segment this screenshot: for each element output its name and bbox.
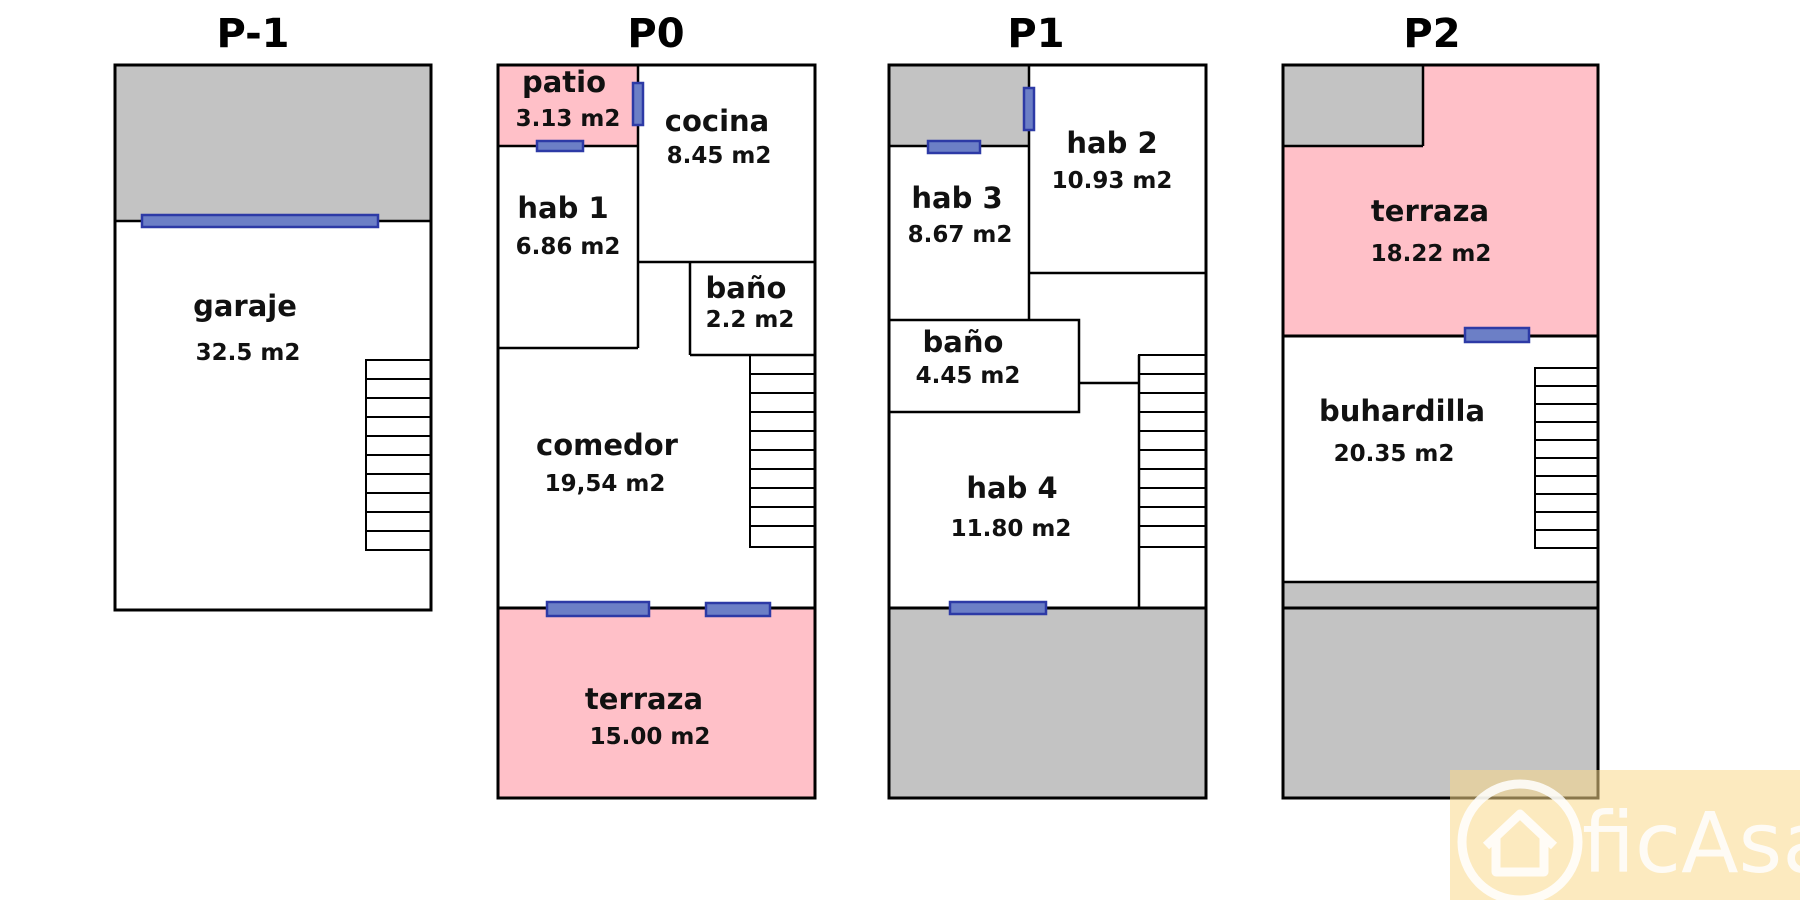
unbuilt-area-p1-bottom xyxy=(889,608,1206,798)
stairs-p-1 xyxy=(365,359,432,551)
room-area-buhardilla: 20.35 m2 xyxy=(1334,441,1455,467)
room-area-hab2: 10.93 m2 xyxy=(1052,168,1173,194)
unbuilt-area-p2-bottom xyxy=(1283,582,1598,798)
window-hab4 xyxy=(948,600,1048,616)
room-name-garaje: garaje xyxy=(193,289,297,323)
watermark-logo: ficAsa xyxy=(1450,770,1800,900)
room-area-terraza-p2: 18.22 m2 xyxy=(1371,241,1492,267)
room-area-garaje: 32.5 m2 xyxy=(196,340,301,366)
wall-bano-p1 xyxy=(887,318,1081,414)
room-name-terraza-p2: terraza xyxy=(1371,194,1489,228)
window-hab1 xyxy=(535,139,585,153)
house-icon xyxy=(1457,779,1583,900)
watermark-panel xyxy=(1450,770,1800,900)
window-comedor xyxy=(545,600,651,618)
room-name-bano-p1: baño xyxy=(923,325,1004,359)
room-area-patio: 3.13 m2 xyxy=(516,106,621,132)
room-name-patio: patio xyxy=(522,65,606,99)
window-hab2 xyxy=(1022,86,1036,132)
unbuilt-area-p2 xyxy=(1283,65,1423,146)
window-buhardilla xyxy=(1463,326,1531,344)
floor-p0: P0 patio 3.13 m2 cocina 8.45 m2 xyxy=(496,11,817,800)
room-name-terraza-p0: terraza xyxy=(585,682,703,716)
floor-p-1: P-1 garaje 32.5 m2 xyxy=(113,11,433,612)
floor-p1: P1 hab 2 10.93 m2 hab 3 8.67 m2 bañ xyxy=(887,11,1208,800)
window-hab3 xyxy=(926,139,982,155)
room-name-buhardilla: buhardilla xyxy=(1319,394,1485,428)
terrace-area-p0 xyxy=(498,608,815,798)
room-area-bano-p1: 4.45 m2 xyxy=(916,363,1021,389)
unbuilt-area-p-1 xyxy=(115,65,431,221)
room-area-hab3: 8.67 m2 xyxy=(908,222,1013,248)
window-patio xyxy=(631,81,645,127)
floor-title-p1: P1 xyxy=(1007,11,1064,57)
room-name-hab1: hab 1 xyxy=(517,191,608,225)
stairs-p1 xyxy=(1138,354,1207,548)
stairs-p0 xyxy=(749,354,816,548)
room-name-hab4: hab 4 xyxy=(966,471,1057,505)
window-garaje xyxy=(140,213,380,229)
floor-p2: P2 terraza 18.22 m2 buhardilla 20.35 m2 xyxy=(1281,11,1600,800)
room-area-comedor: 19,54 m2 xyxy=(545,471,666,497)
room-area-hab4: 11.80 m2 xyxy=(951,516,1072,542)
room-name-comedor: comedor xyxy=(536,428,679,462)
window-comedor xyxy=(704,601,772,618)
room-area-terraza-p0: 15.00 m2 xyxy=(590,724,711,750)
outer-wall-p-1 xyxy=(113,63,433,612)
room-name-cocina: cocina xyxy=(665,104,769,138)
room-name-hab3: hab 3 xyxy=(911,181,1002,215)
floor-title-p0: P0 xyxy=(627,11,684,57)
patio-area xyxy=(498,65,638,146)
room-area-bano-p0: 2.2 m2 xyxy=(706,307,795,333)
watermark-text: ficAsa xyxy=(1582,794,1800,892)
floor-title-p-1: P-1 xyxy=(216,11,289,57)
room-name-bano-p0: baño xyxy=(706,271,787,305)
stairs-p2 xyxy=(1534,367,1599,549)
room-area-hab1: 6.86 m2 xyxy=(516,234,621,260)
room-name-hab2: hab 2 xyxy=(1066,126,1157,160)
unbuilt-area-p1 xyxy=(889,65,1029,146)
room-area-cocina: 8.45 m2 xyxy=(667,143,772,169)
floor-title-p2: P2 xyxy=(1403,11,1460,57)
